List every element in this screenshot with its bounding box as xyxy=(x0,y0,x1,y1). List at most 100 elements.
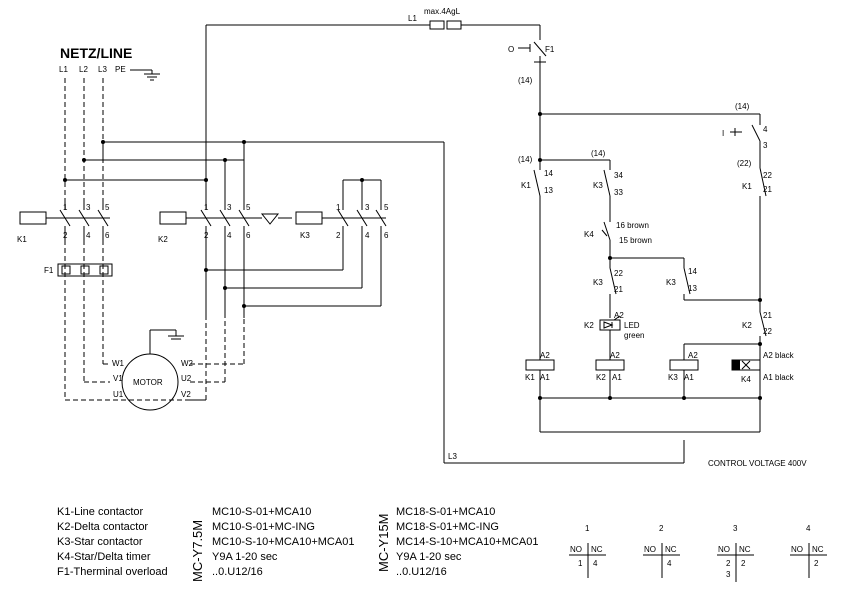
k2-nc-21: 21 xyxy=(763,311,772,320)
k2-nc-22: 22 xyxy=(763,327,772,336)
power-lines xyxy=(64,78,245,401)
ctrl-l3-label: L3 xyxy=(448,452,457,461)
contact-table-3: 3 NO NC 2 3 2 xyxy=(717,524,754,582)
ref-14-a: (14) xyxy=(518,76,533,85)
legend-f1: F1-Therminal overload xyxy=(57,566,168,578)
k2-t2: 2 xyxy=(204,231,209,240)
k3-coil xyxy=(669,359,699,371)
k4-a1: A1 black xyxy=(763,373,795,382)
k1-a2: A2 xyxy=(540,351,550,360)
k3-no2-13: 13 xyxy=(688,284,697,293)
k1-coil-label: K1 xyxy=(525,373,535,382)
stop-button-icon xyxy=(518,41,547,63)
k1-t6: 6 xyxy=(105,231,110,240)
ref-14-c: (14) xyxy=(518,155,533,164)
control-circuit: L1 max.4AgL O F1 (14) (14) I 4 xyxy=(205,7,807,468)
k3-nc-21: 21 xyxy=(614,285,623,294)
svg-text:2: 2 xyxy=(726,559,731,568)
contact-table-1: 1 NO NC 1 4 xyxy=(569,524,606,578)
k4-timer-coil xyxy=(731,359,761,371)
ctrl-l1-label: L1 xyxy=(408,14,417,23)
k3-nc-22: 22 xyxy=(614,269,623,278)
motor-u2: U2 xyxy=(181,374,192,383)
k2-a1: A1 xyxy=(612,373,622,382)
model1-k4: Y9A 1-20 sec xyxy=(212,551,278,563)
k2-delta-contactor: K2 1 3 5 2 4 6 xyxy=(158,200,292,318)
ref-22: (22) xyxy=(737,159,752,168)
k1-label: K1 xyxy=(17,235,27,244)
contact-table-2: 2 NO NC 4 xyxy=(643,524,680,578)
start-t3: 3 xyxy=(763,141,768,150)
label-l1: L1 xyxy=(59,65,68,74)
fuse-label: max.4AgL xyxy=(424,7,461,16)
led-k2-label: K2 xyxy=(584,321,594,330)
svg-text:2: 2 xyxy=(741,559,746,568)
k1-t2: 2 xyxy=(63,231,68,240)
motor-u1: U1 xyxy=(113,390,124,399)
stop-label: O xyxy=(508,45,514,54)
pe-ground-icon xyxy=(130,69,160,81)
k1-no-13: 13 xyxy=(544,186,553,195)
k3-no-34: 34 xyxy=(614,171,623,180)
k3-t4: 4 xyxy=(365,231,370,240)
k1-no-label: K1 xyxy=(521,181,531,190)
motor-label: MOTOR xyxy=(133,378,163,387)
k2-coil xyxy=(595,359,625,371)
motor: MOTOR W1 V1 U1 W2 U2 V2 xyxy=(112,329,194,411)
ref-14-b: (14) xyxy=(735,102,750,111)
f1-label-ctrl: F1 xyxy=(545,45,555,54)
k3-star-contactor: K3 1 3 5 2 4 6 xyxy=(204,178,389,308)
control-voltage-label: CONTROL VOLTAGE 400V xyxy=(708,459,807,468)
led-a2: A2 xyxy=(614,311,624,320)
motor-v1: V1 xyxy=(113,374,123,383)
model2-k3: MC14-S-10+MCA10+MCA01 xyxy=(396,536,539,548)
model2-k4: Y9A 1-20 sec xyxy=(396,551,462,563)
ref-14-d: (14) xyxy=(591,149,606,158)
model-name-2: MC-Y15M xyxy=(376,513,391,572)
k3-t3: 3 xyxy=(365,203,370,212)
legend-k3: K3-Star contactor xyxy=(57,536,143,548)
legend-k1: K1-Line contactor xyxy=(57,506,144,518)
k3-t5: 5 xyxy=(384,203,389,212)
k3-no2-14: 14 xyxy=(688,267,697,276)
led-label: LED xyxy=(624,321,640,330)
svg-text:3: 3 xyxy=(726,570,731,579)
k3-no-label: K3 xyxy=(593,181,603,190)
k4-coil-label: K4 xyxy=(741,375,751,384)
k1-nc-21: 21 xyxy=(763,185,772,194)
svg-text:NO: NO xyxy=(791,545,803,554)
svg-text:NC: NC xyxy=(665,545,677,554)
k1-main-contactor: K1 1 3 5 2 4 6 xyxy=(17,200,110,244)
svg-text:3: 3 xyxy=(733,524,738,533)
contact-table-4: 4 NO NC 2 xyxy=(790,524,827,578)
start-t4: 4 xyxy=(763,125,768,134)
k4-pin-15: 15 brown xyxy=(619,236,652,245)
label-l3: L3 xyxy=(98,65,107,74)
title-netz-line: NETZ/LINE xyxy=(60,45,132,61)
model2-k2: MC18-S-01+MC-ING xyxy=(396,521,499,533)
k1-t5: 5 xyxy=(105,203,110,212)
k3-t2: 2 xyxy=(336,231,341,240)
k2-a2: A2 xyxy=(610,351,620,360)
start-button-icon xyxy=(730,124,761,142)
svg-text:NO: NO xyxy=(718,545,730,554)
k4-contact-label: K4 xyxy=(584,230,594,239)
svg-text:2: 2 xyxy=(814,559,819,568)
svg-text:NC: NC xyxy=(739,545,751,554)
k3-a1: A1 xyxy=(684,373,694,382)
svg-text:2: 2 xyxy=(659,524,664,533)
contact-tables: 1 NO NC 1 4 2 NO NC 4 3 NO NC 2 3 2 4 xyxy=(569,524,827,582)
k3-a2: A2 xyxy=(688,351,698,360)
fuse-icon xyxy=(429,20,462,30)
start-label: I xyxy=(722,129,724,138)
k2-label: K2 xyxy=(158,235,168,244)
motor-w2: W2 xyxy=(181,359,194,368)
k4-a2: A2 black xyxy=(763,351,795,360)
f1-label-left: F1 xyxy=(44,266,54,275)
model1-k1: MC10-S-01+MCA10 xyxy=(212,506,312,518)
k1-t3: 3 xyxy=(86,203,91,212)
k2-t3: 3 xyxy=(227,203,232,212)
k4-pin-16: 16 brown xyxy=(616,221,649,230)
k3-no-33: 33 xyxy=(614,188,623,197)
